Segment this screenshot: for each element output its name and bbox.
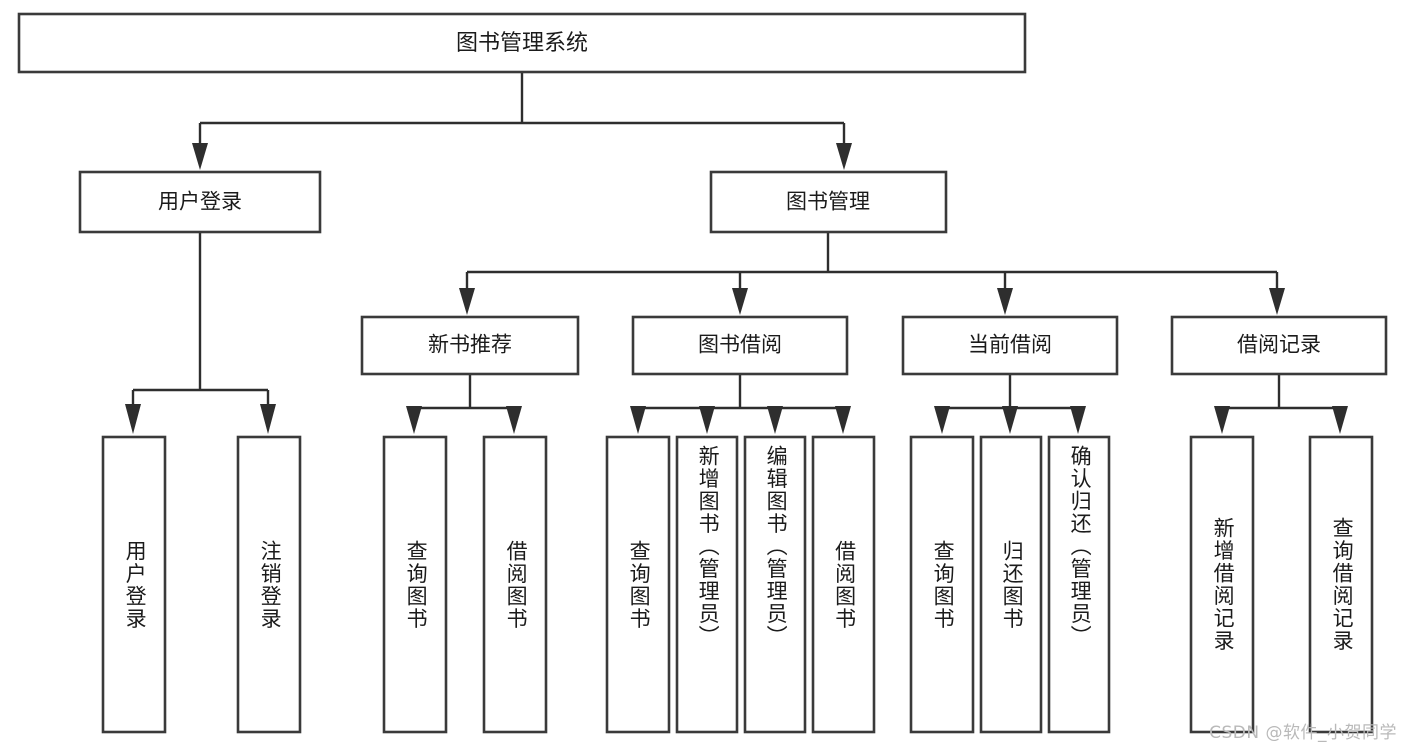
node-current-borrow[interactable]: 当前借阅	[901, 315, 1119, 376]
arrow-head-icon	[997, 288, 1013, 315]
connector-currentborrow-to-leaves	[934, 375, 1086, 434]
arrow-head-icon	[699, 406, 715, 434]
node-label: 新书推荐	[428, 334, 512, 357]
arrow-head-icon	[192, 143, 208, 170]
connector-userlogin-to-leaves	[125, 233, 276, 434]
leaf-box	[482, 435, 548, 734]
connector-root-to-level2	[192, 72, 852, 170]
arrow-head-icon	[125, 404, 141, 434]
leaf-boxes-user-login	[101, 435, 302, 734]
arrow-head-icon	[767, 406, 783, 434]
leaf-box	[1189, 435, 1255, 734]
connector-borrowrecord-to-leaves	[1214, 375, 1348, 434]
leaf-box	[909, 435, 975, 734]
node-book-borrow[interactable]: 图书借阅	[631, 315, 849, 376]
arrow-head-icon	[630, 406, 646, 434]
arrow-head-icon	[1002, 406, 1018, 434]
node-label: 图书管理系统	[456, 30, 588, 55]
node-label: 借阅记录	[1237, 334, 1321, 357]
connector-bookborrow-to-leaves	[630, 375, 851, 434]
arrow-head-icon	[1269, 288, 1285, 315]
leaf-boxes-borrow-record	[1189, 435, 1374, 734]
leaf-box	[101, 435, 167, 734]
leaf-box	[236, 435, 302, 734]
leaf-box	[382, 435, 448, 734]
node-label: 图书管理	[786, 191, 870, 214]
leaf-box	[979, 435, 1043, 734]
leaf-box	[605, 435, 671, 734]
node-borrow-record[interactable]: 借阅记录	[1170, 315, 1388, 376]
leaf-boxes-book-borrow	[605, 435, 876, 734]
node-label: 图书借阅	[698, 334, 782, 357]
arrow-head-icon	[506, 406, 522, 434]
csdn-watermark: CSDN @软件_小贺同学	[1209, 723, 1397, 743]
node-user-login[interactable]: 用户登录	[78, 170, 322, 234]
node-book-management[interactable]: 图书管理	[709, 170, 948, 234]
connector-newbook-to-leaves	[406, 375, 522, 434]
arrow-head-icon	[1070, 406, 1086, 434]
leaf-box	[1308, 435, 1374, 734]
node-new-book-recommend[interactable]: 新书推荐	[360, 315, 580, 376]
leaf-boxes-current-borrow	[909, 435, 1111, 734]
arrow-head-icon	[934, 406, 950, 434]
arrow-head-icon	[459, 288, 475, 315]
leaf-box	[811, 435, 876, 734]
arrow-head-icon	[260, 404, 276, 434]
node-label: 用户登录	[158, 191, 242, 214]
arrow-head-icon	[835, 406, 851, 434]
arrow-head-icon	[1332, 406, 1348, 434]
leaf-box	[743, 435, 807, 734]
connector-bookmgmt-to-level3	[459, 233, 1285, 315]
arrow-head-icon	[732, 288, 748, 315]
arrow-head-icon	[1214, 406, 1230, 434]
node-root-book-management-system[interactable]: 图书管理系统	[17, 12, 1027, 74]
leaf-boxes-new-book-recommend	[382, 435, 548, 734]
arrow-head-icon	[836, 143, 852, 170]
node-label: 当前借阅	[968, 334, 1052, 357]
leaf-box	[1047, 435, 1111, 734]
arrow-head-icon	[406, 406, 422, 434]
leaf-box	[675, 435, 739, 734]
